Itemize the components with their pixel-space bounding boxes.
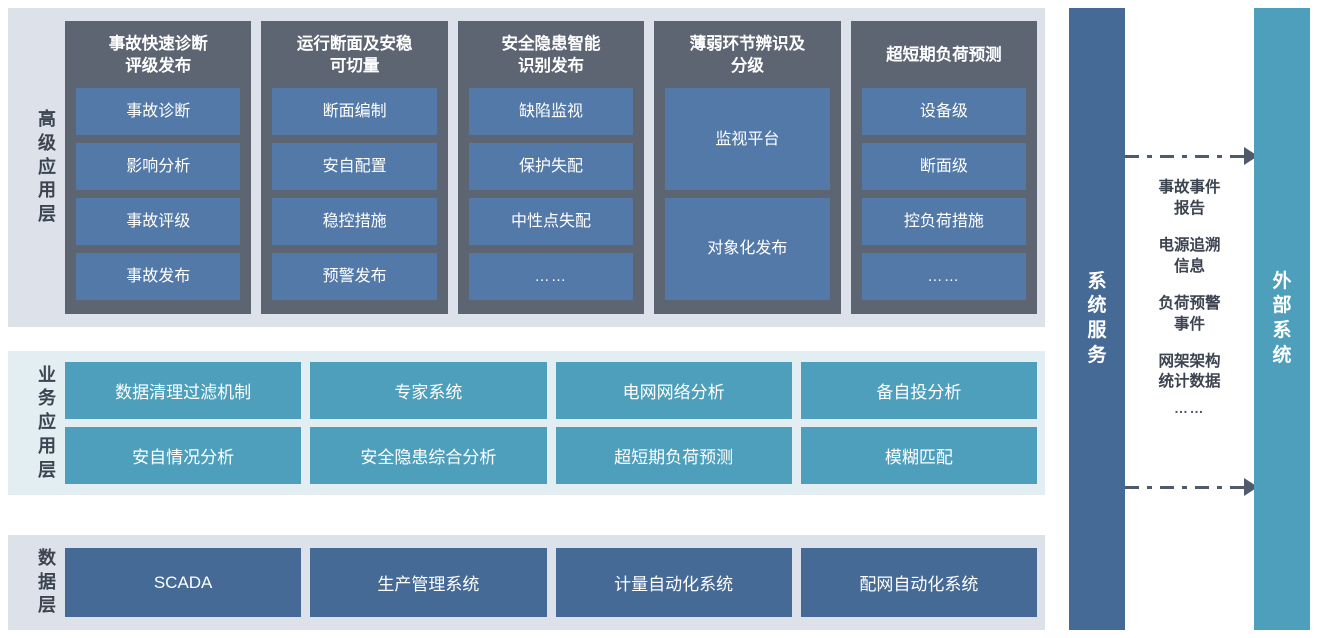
- flow-label-ellipsis: ……: [1174, 400, 1205, 417]
- advanced-column-items: 缺陷监视保护失配中性点失配 ……: [468, 88, 634, 301]
- business-item[interactable]: 专家系统: [310, 362, 547, 419]
- data-layer-label: 数 据 层: [30, 535, 64, 630]
- advanced-column[interactable]: 运行断面及安稳 可切量断面编制安自配置稳控措施预警发布: [261, 21, 448, 314]
- business-item[interactable]: 安全隐患综合分析: [310, 427, 547, 484]
- advanced-column-title: 超短期负荷预测: [886, 45, 1002, 64]
- system-services-bar: 系 统 服 务: [1069, 8, 1125, 630]
- advanced-column-title: 薄弱环节辨识及 分级: [689, 35, 806, 76]
- system-services-char-2: 服: [1087, 320, 1107, 341]
- advanced-layer-label: 高 级 应 用 层: [30, 8, 64, 327]
- advanced-item[interactable]: 预警发布: [272, 253, 437, 301]
- business-layer-label-char-3: 用: [38, 435, 56, 456]
- advanced-item[interactable]: 中性点失配: [468, 198, 634, 246]
- advanced-layer-label-char-4: 层: [38, 204, 56, 225]
- advanced-column-title: 事故快速诊断 评级发布: [108, 35, 208, 76]
- business-item[interactable]: 模糊匹配: [800, 427, 1037, 484]
- data-item[interactable]: 生产管理系统: [310, 548, 547, 617]
- business-item[interactable]: 数据清理过滤机制: [65, 362, 302, 419]
- advanced-column-title: 安全隐患智能 识别发布: [501, 35, 601, 76]
- flow-arrow-top: [1125, 147, 1258, 165]
- advanced-column-items: 监视平台对象化发布: [665, 88, 830, 300]
- advanced-layer-label-char-2: 应: [38, 156, 56, 177]
- integration-section: 系 统 服 务 事故事件 报告电源追溯 信息负荷预警 事件网架架构 统计数据 ………: [1069, 8, 1310, 630]
- advanced-item[interactable]: 稳控措施: [272, 198, 437, 246]
- advanced-item[interactable]: 事故评级: [76, 198, 241, 246]
- advanced-item[interactable]: 对象化发布: [665, 198, 830, 300]
- external-system-bar-text: 外 部 系 统: [1272, 270, 1291, 369]
- advanced-item[interactable]: 断面编制: [272, 88, 437, 136]
- system-services-char-1: 统: [1087, 295, 1107, 317]
- advanced-column-title: 运行断面及安稳 可切量: [296, 35, 413, 76]
- flow-label: 事故事件 报告: [1158, 179, 1221, 217]
- advanced-item[interactable]: 缺陷监视: [468, 88, 634, 136]
- advanced-item[interactable]: 断面级: [861, 143, 1027, 190]
- layer-stack: 高 级 应 用 层 事故快速诊断 评级发布事故诊断影响分析事故评级事故发布运行断…: [8, 0, 1045, 638]
- external-system-char-0: 外: [1272, 270, 1292, 292]
- advanced-item[interactable]: 保护失配: [468, 143, 634, 191]
- advanced-column[interactable]: 薄弱环节辨识及 分级监视平台对象化发布: [654, 21, 841, 314]
- advanced-column[interactable]: 安全隐患智能 识别发布缺陷监视保护失配中性点失配 ……: [457, 21, 645, 314]
- advanced-application-layer-panel: 高 级 应 用 层 事故快速诊断 评级发布事故诊断影响分析事故评级事故发布运行断…: [8, 8, 1045, 327]
- system-services-char-0: 系: [1087, 270, 1107, 292]
- data-item[interactable]: 计量自动化系统: [555, 548, 792, 617]
- business-layer-label-char-1: 务: [38, 388, 56, 409]
- flow-arrow-bottom-line: [1125, 485, 1244, 489]
- advanced-column-items: 断面编制安自配置稳控措施预警发布: [272, 88, 437, 301]
- business-layer-label-char-4: 层: [38, 459, 56, 480]
- advanced-column-items: 事故诊断影响分析事故评级事故发布: [76, 88, 241, 301]
- flow-arrow-bottom: [1125, 478, 1258, 496]
- business-item[interactable]: 备自投分析: [800, 362, 1037, 419]
- advanced-column-items: 设备级断面级控负荷措施 ……: [861, 88, 1027, 300]
- advanced-item[interactable]: 影响分析: [76, 143, 241, 191]
- business-layer-label: 业 务 应 用 层: [30, 351, 64, 495]
- advanced-item-ellipsis[interactable]: ……: [861, 253, 1027, 300]
- business-item[interactable]: 超短期负荷预测: [555, 427, 792, 484]
- advanced-layer-label-char-3: 用: [38, 180, 56, 201]
- business-layer-label-char-2: 应: [38, 412, 56, 433]
- advanced-item[interactable]: 监视平台: [665, 88, 830, 191]
- advanced-column[interactable]: 事故快速诊断 评级发布事故诊断影响分析事故评级事故发布: [65, 21, 252, 314]
- advanced-item-ellipsis[interactable]: ……: [468, 253, 634, 301]
- advanced-item[interactable]: 事故发布: [76, 253, 241, 301]
- business-item[interactable]: 电网网络分析: [555, 362, 792, 419]
- system-services-char-3: 务: [1087, 344, 1107, 366]
- flow-labels: 事故事件 报告电源追溯 信息负荷预警 事件网架架构 统计数据 ……: [1125, 178, 1254, 418]
- flow-area: 事故事件 报告电源追溯 信息负荷预警 事件网架架构 统计数据 ……: [1125, 8, 1258, 630]
- external-system-char-3: 统: [1272, 344, 1292, 366]
- data-item[interactable]: SCADA: [65, 548, 302, 617]
- advanced-item[interactable]: 事故诊断: [76, 88, 241, 136]
- data-layer-label-char-1: 据: [38, 571, 56, 592]
- data-layer-label-char-0: 数: [38, 547, 56, 568]
- advanced-item[interactable]: 设备级: [861, 88, 1027, 135]
- advanced-columns: 事故快速诊断 评级发布事故诊断影响分析事故评级事故发布运行断面及安稳 可切量断面…: [65, 21, 1038, 314]
- advanced-layer-label-char-1: 级: [38, 132, 56, 153]
- business-application-layer-panel: 业 务 应 用 层 数据清理过滤机制专家系统电网网络分析备自投分析安自情况分析安…: [8, 351, 1045, 495]
- flow-label: 电源追溯 信息: [1158, 236, 1221, 275]
- external-system-char-1: 部: [1272, 295, 1292, 317]
- business-item[interactable]: 安自情况分析: [65, 427, 302, 484]
- external-system-bar: 外 部 系 统: [1254, 8, 1310, 630]
- external-system-char-2: 系: [1272, 320, 1292, 341]
- advanced-layer-label-char-0: 高: [38, 109, 56, 130]
- data-item[interactable]: 配网自动化系统: [800, 548, 1037, 617]
- data-layer-label-char-2: 层: [38, 595, 56, 616]
- business-layer-label-char-0: 业: [38, 364, 56, 385]
- business-items-grid: 数据清理过滤机制专家系统电网网络分析备自投分析安自情况分析安全隐患综合分析超短期…: [65, 362, 1037, 484]
- advanced-item[interactable]: 安自配置: [272, 143, 437, 191]
- flow-arrow-top-line: [1125, 154, 1244, 158]
- advanced-item[interactable]: 控负荷措施: [861, 198, 1027, 245]
- system-services-bar-text: 系 统 服 务: [1087, 270, 1106, 369]
- flow-label: 网架架构 统计数据: [1158, 352, 1221, 391]
- advanced-column[interactable]: 超短期负荷预测设备级断面级控负荷措施 ……: [850, 21, 1038, 314]
- flow-label: 负荷预警 事件: [1158, 294, 1221, 333]
